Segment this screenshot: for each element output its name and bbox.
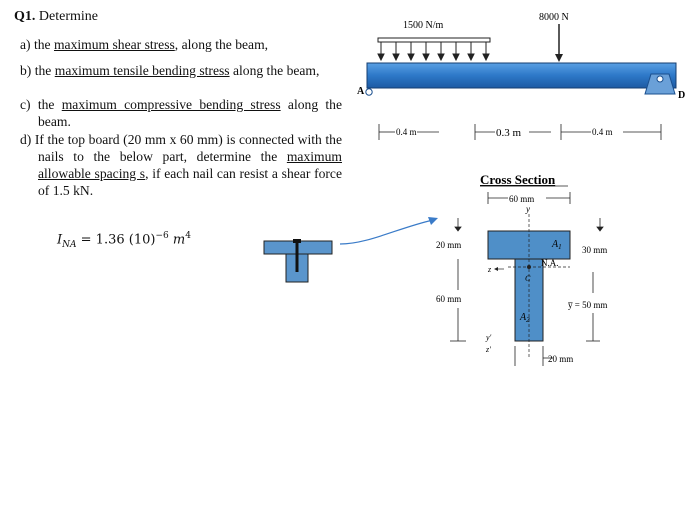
pointer-arrow: [339, 217, 438, 245]
beam-diagram: 1500 N/m 8000 N A D: [357, 12, 685, 140]
ina-symbol: I: [57, 232, 63, 248]
part-text: along the beam,: [229, 63, 320, 78]
dimension-label: 0.4 m: [592, 127, 613, 137]
question-number: Q1.: [14, 9, 36, 24]
centroid-dot: [527, 265, 531, 269]
web-height-dimension: [450, 264, 466, 342]
area-a2-label: A2: [519, 312, 530, 324]
dimension-lines: [378, 124, 662, 140]
ina-subscript: NA: [62, 239, 77, 250]
dim-30mm: [596, 218, 604, 232]
part-text: the: [34, 63, 55, 78]
z-arrow-head-icon: [494, 267, 498, 271]
ina-unit: m: [172, 232, 186, 248]
web-width-dimension: [514, 346, 553, 366]
nail-shank-icon: [295, 242, 299, 272]
ybar-label: y̅ = 50 mm: [567, 300, 607, 310]
distributed-load-label: 1500 N/m: [403, 20, 444, 31]
width-dimension: [487, 192, 571, 204]
part-letter: a): [20, 37, 31, 52]
pin-icon: [656, 75, 664, 83]
part-underline: maximum allowable spacing s: [38, 149, 342, 181]
part-b: b) the maximum tensile bending stress al…: [20, 62, 342, 79]
point-load-arrow-head-icon: [555, 54, 563, 62]
part-c: c) the maximum compressive bending stres…: [20, 96, 342, 130]
web-height-label: 60 mm: [436, 294, 461, 304]
ybar-dimension: [586, 272, 600, 342]
y-prime-label: y': [485, 333, 492, 342]
question-title-text: Determine: [38, 9, 98, 24]
question-title: Q1. Determine: [14, 9, 98, 25]
centroid-label: C: [525, 274, 531, 283]
part-text: the: [33, 37, 54, 52]
point-load-label: 8000 N: [539, 12, 569, 23]
support-d-label: D: [678, 90, 685, 101]
dimension-label: 0.4 m: [396, 127, 417, 137]
area-a1-label: A1: [551, 239, 562, 251]
part-underline: maximum compressive bending stress: [61, 97, 281, 112]
y-axis-label: y: [525, 204, 530, 214]
part-text: the: [37, 97, 62, 112]
arrow-head-icon: [428, 217, 438, 225]
dimension-label: 0.3 m: [496, 127, 522, 139]
ina-unit-exponent: 4: [185, 231, 191, 241]
z-label: z: [487, 265, 492, 274]
part-underline: maximum tensile bending stress: [54, 63, 230, 78]
cross-section-title: Cross Section: [480, 172, 556, 187]
nail-head-icon: [293, 239, 301, 243]
arrow-curve: [339, 219, 434, 245]
part-text: , along the beam,: [174, 37, 269, 52]
support-a-label: A: [357, 86, 365, 97]
distributed-load-bar: [377, 37, 491, 43]
z-prime-label: z': [485, 345, 491, 354]
web-width-label: 20 mm: [548, 354, 573, 364]
pin-support-icon: [644, 73, 676, 95]
part-d: d) If the top board (20 mm x 60 mm) is c…: [20, 131, 342, 199]
part-letter: b): [20, 63, 32, 78]
ina-exponent: −6: [155, 231, 169, 241]
moment-of-inertia-formula: INA = 1.36 (10)−6 m4: [57, 231, 191, 250]
dim-30mm-label: 30 mm: [582, 245, 607, 255]
roller-support-icon: [365, 88, 373, 96]
nailed-tee-illustration: [263, 239, 333, 283]
part-underline: maximum shear stress: [53, 37, 175, 52]
part-letter: c): [20, 97, 31, 112]
cross-section-diagram: Cross Section 60 mm y N.A. C z z' y' A1 …: [436, 172, 607, 366]
flange-thickness-label: 20 mm: [436, 240, 461, 250]
part-text: along the beam.: [38, 97, 342, 129]
flange-thickness-dimension: [454, 218, 462, 264]
part-text: , if each nail can resist a shear force …: [38, 166, 342, 198]
width-label: 60 mm: [509, 194, 534, 204]
part-text: If the top board (20 mm x 60 mm) is conn…: [34, 132, 342, 164]
beam-body: [366, 62, 677, 89]
distributed-load-arrows: [377, 42, 490, 62]
ina-value: = 1.36 (10): [80, 232, 156, 248]
part-letter: d): [20, 132, 32, 147]
neutral-axis-label: N.A.: [541, 258, 559, 268]
part-a: a) the maximum shear stress, along the b…: [20, 36, 342, 53]
